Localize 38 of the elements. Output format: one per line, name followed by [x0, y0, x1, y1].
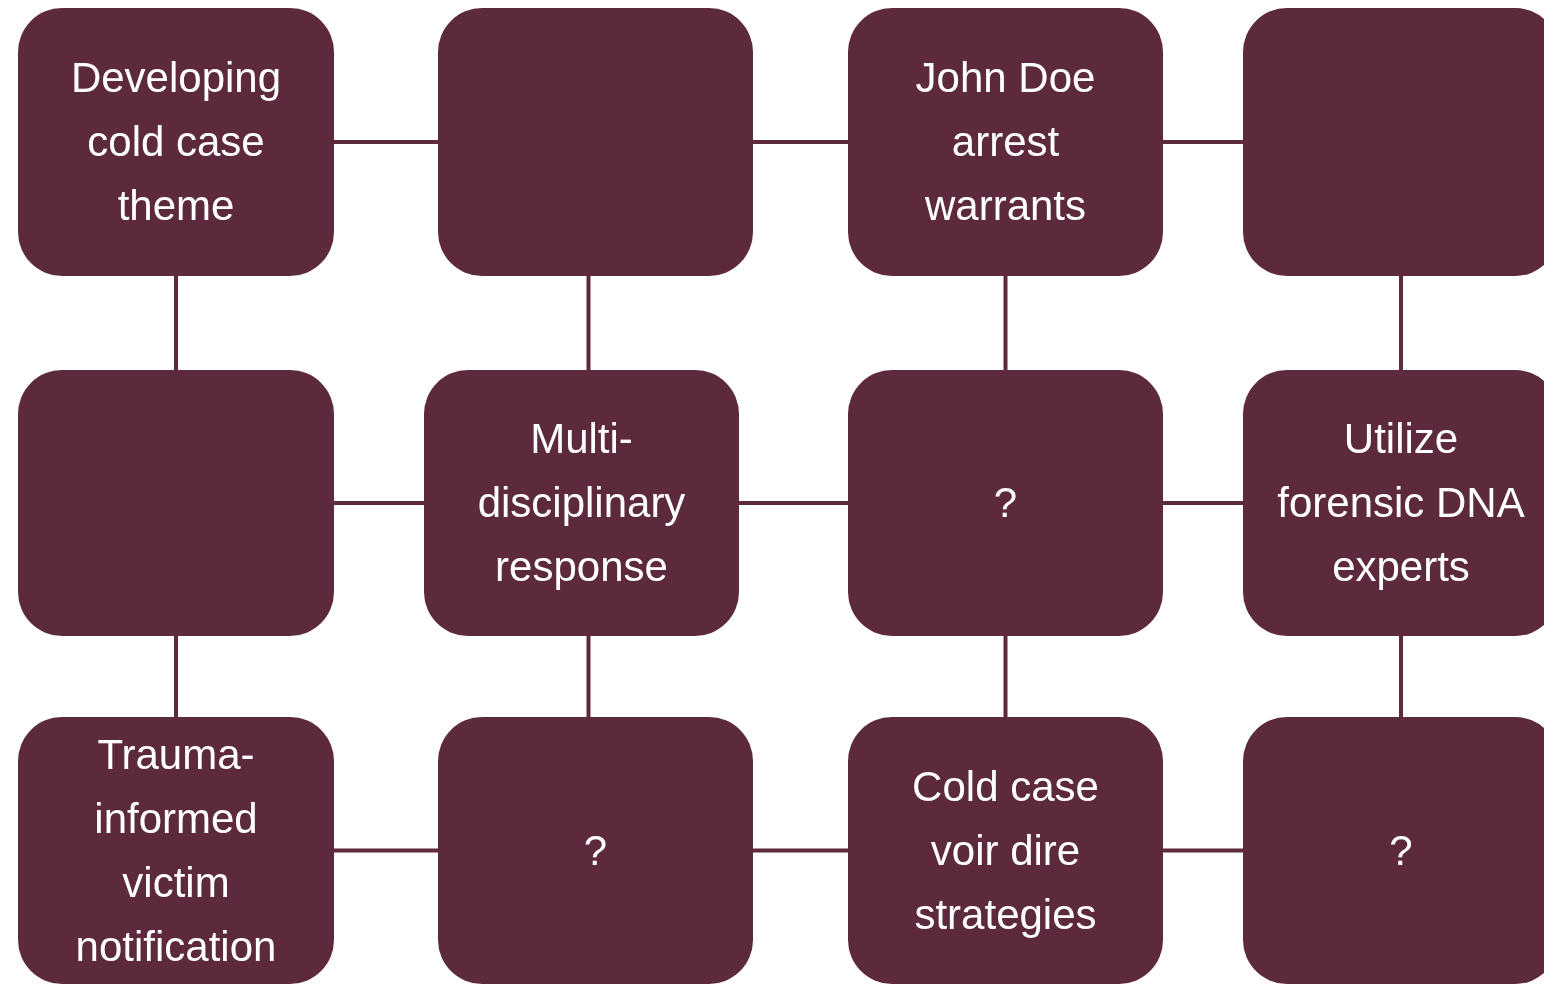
topic-box [18, 8, 334, 276]
topic-box [1243, 370, 1544, 636]
connector-line [753, 140, 848, 144]
topic-box [438, 717, 753, 984]
box-label: ? [993, 478, 1018, 528]
connector-line [174, 276, 178, 370]
connector-line [334, 140, 438, 144]
connector-line [586, 636, 591, 717]
connector-line [1163, 501, 1243, 505]
box-label: Developing cold case theme [69, 53, 283, 231]
connector-line [739, 501, 848, 505]
empty-box [1243, 8, 1544, 276]
box-label: John Doe arrest warrants [914, 53, 1097, 231]
topic-box [18, 717, 334, 984]
connector-line [334, 501, 424, 505]
box-label: Trauma-informed victim notification [74, 729, 278, 972]
topic-box [848, 717, 1163, 984]
box-label: Cold case voir dire strategies [911, 761, 1100, 940]
topic-box [848, 370, 1163, 636]
connector-line [1003, 636, 1008, 717]
connector-line [1399, 636, 1403, 717]
empty-box [438, 8, 753, 276]
connector-line [1399, 276, 1403, 370]
connector-line [1163, 140, 1243, 144]
connector-line [1163, 848, 1243, 853]
topic-box [1243, 717, 1544, 984]
connector-line [334, 848, 438, 853]
box-label: ? [1389, 825, 1413, 876]
box-label: ? [583, 825, 608, 876]
connector-line [753, 848, 848, 853]
topic-box [848, 8, 1163, 276]
box-label: Multi-disciplinary response [476, 414, 687, 592]
topic-box [424, 370, 739, 636]
connector-line [174, 636, 178, 717]
box-label: Utilize forensic DNA experts [1276, 414, 1526, 592]
connector-line [586, 276, 591, 370]
empty-box [18, 370, 334, 636]
connector-line [1003, 276, 1008, 370]
